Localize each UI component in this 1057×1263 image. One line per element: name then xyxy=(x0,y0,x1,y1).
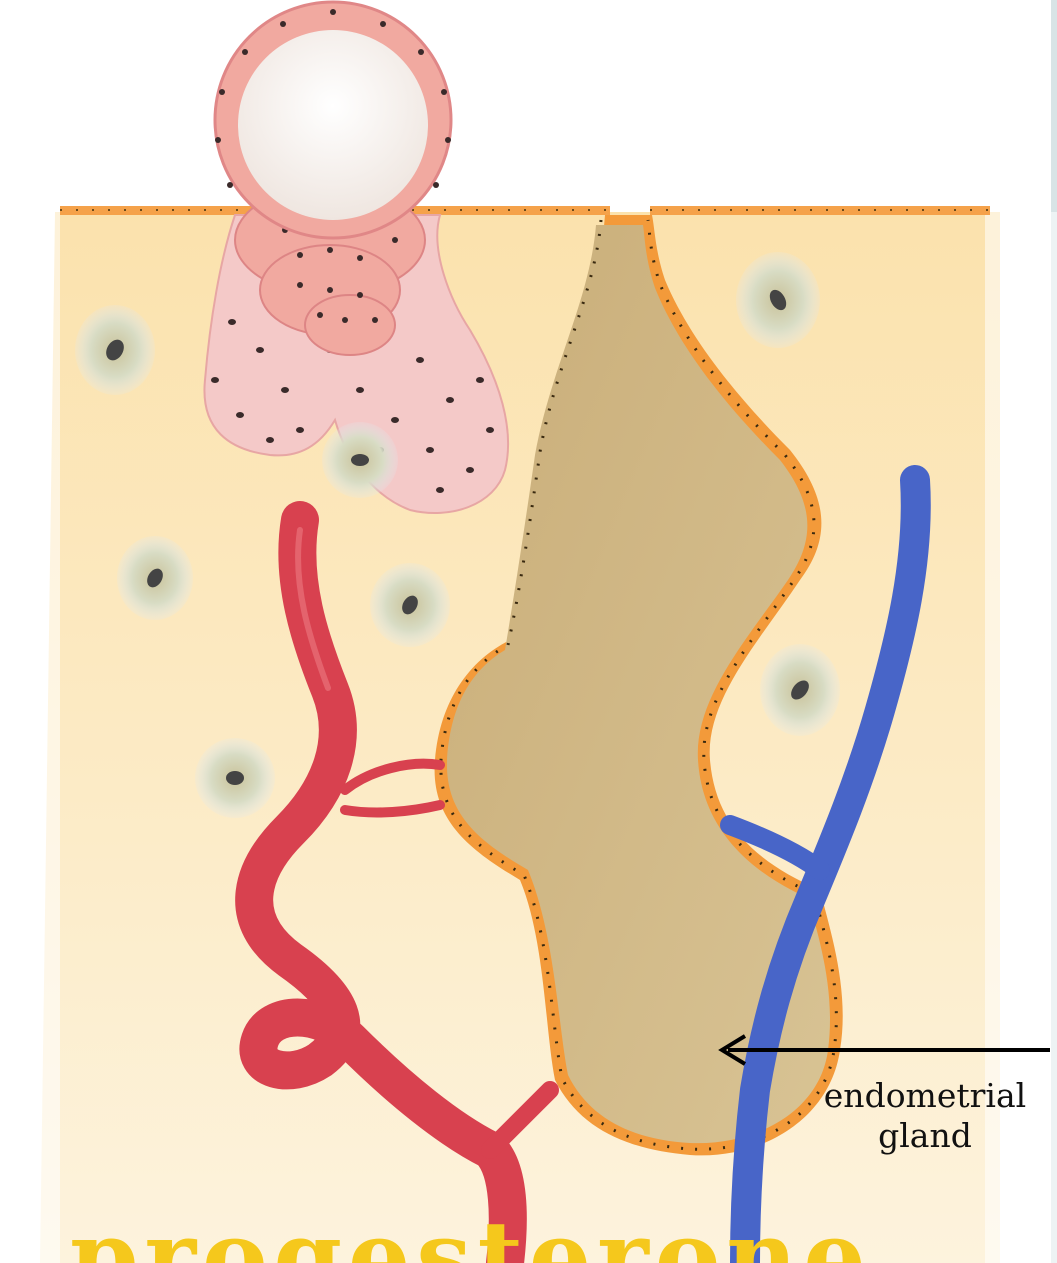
stromal-cell xyxy=(736,252,820,348)
stromal-cell xyxy=(760,644,840,736)
stroma-edge-left xyxy=(0,212,60,1263)
progesterone-title: progesterone xyxy=(70,1208,970,1263)
surface-epithelium xyxy=(60,206,990,215)
stromal-cell xyxy=(322,422,398,498)
gland-label-line1: endometrial xyxy=(800,1076,1050,1116)
gland-label: endometrial gland xyxy=(800,1076,1050,1156)
stromal-cell xyxy=(195,738,275,818)
gland-label-line2: gland xyxy=(800,1116,1050,1156)
stromal-cell xyxy=(117,536,193,620)
blastocyst xyxy=(215,2,451,238)
stromal-cell xyxy=(370,563,450,647)
stromal-cell xyxy=(75,305,155,395)
